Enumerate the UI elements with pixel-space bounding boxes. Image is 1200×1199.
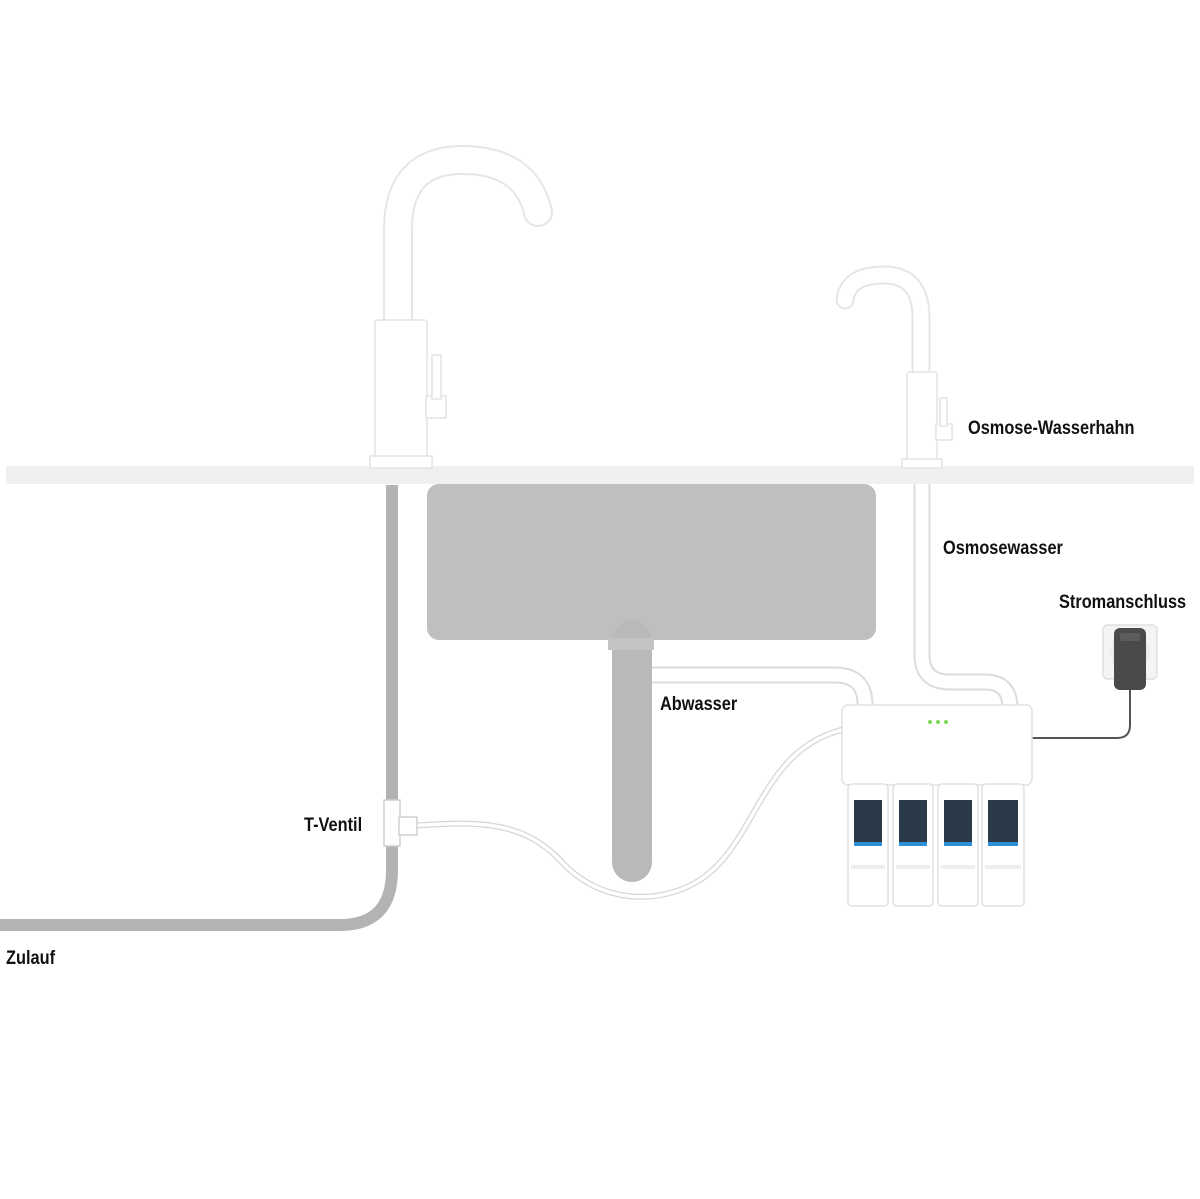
ro-unit (841, 704, 1033, 786)
filter-cartridge (937, 783, 979, 907)
filter-cartridge (847, 783, 889, 907)
label-osmosis-water: Osmosewasser (943, 538, 1063, 559)
power-cable (1030, 690, 1131, 739)
drain-collar (608, 638, 654, 650)
supply-pipe (0, 485, 398, 931)
label-supply: Zulauf (6, 948, 56, 969)
label-osmosis-faucet: Osmose-Wasserhahn (968, 418, 1135, 439)
filter-cartridges (847, 783, 1025, 907)
power-adapter (1114, 628, 1146, 690)
filter-cartridge (892, 783, 934, 907)
osmosis-faucet (835, 265, 953, 469)
label-t-valve: T-Ventil (304, 815, 363, 836)
sink-basin (427, 484, 876, 640)
kitchen-faucet (369, 144, 553, 469)
t-valve (383, 799, 418, 847)
filter-cartridge (981, 783, 1025, 907)
label-waste-water: Abwasser (660, 694, 738, 715)
countertop (6, 466, 1194, 484)
label-power-connection: Stromanschluss (1059, 592, 1187, 613)
